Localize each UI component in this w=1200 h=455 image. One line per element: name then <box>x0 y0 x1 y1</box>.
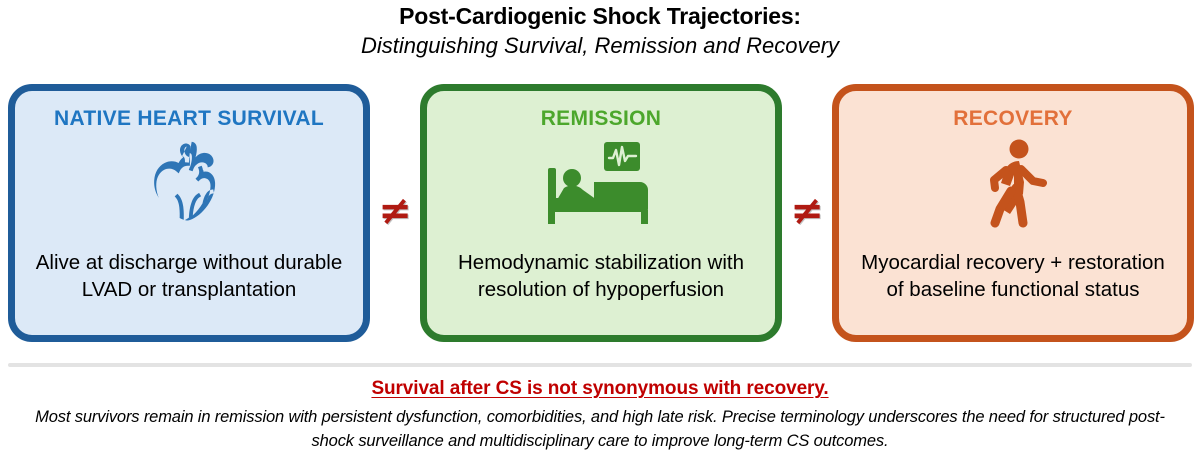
page-title: Post-Cardiogenic Shock Trajectories: <box>399 3 801 29</box>
anatomical-heart-icon <box>150 137 228 233</box>
panel-remission: REMISSION <box>420 84 782 342</box>
patient-in-bed-with-monitor-icon <box>542 137 660 233</box>
panel-heading-remission: REMISSION <box>540 107 662 130</box>
panel-native-heart-survival: NATIVE HEART SURVIVAL Alive at discharge… <box>8 84 370 342</box>
horizontal-divider <box>8 363 1192 367</box>
figure-title-block: Post-Cardiogenic Shock Trajectories: Dis… <box>0 0 1200 60</box>
footer-note: Most survivors remain in remission with … <box>35 408 1165 450</box>
panel-recovery: RECOVERY Myocardial recovery + re <box>832 84 1194 342</box>
not-equal-icon-1: ≠ <box>378 188 412 234</box>
footer-block: Survival after CS is not synonymous with… <box>0 378 1200 454</box>
panel-heading-recovery: RECOVERY <box>953 107 1073 130</box>
panel-description-native-heart-survival: Alive at discharge without durable LVAD … <box>35 250 343 301</box>
panel-heading-native-heart-survival: NATIVE HEART SURVIVAL <box>54 107 324 130</box>
page-subtitle: Distinguishing Survival, Remission and R… <box>360 32 840 58</box>
panel-description-remission: Hemodynamic stabilization with resolutio… <box>458 250 744 301</box>
panel-description-recovery: Myocardial recovery + restoration of bas… <box>861 250 1165 301</box>
footer-headline: Survival after CS is not synonymous with… <box>371 378 829 399</box>
trajectory-panels-row: NATIVE HEART SURVIVAL Alive at discharge… <box>0 84 1200 342</box>
walking-person-icon <box>975 137 1051 233</box>
not-equal-icon-2: ≠ <box>790 188 824 234</box>
